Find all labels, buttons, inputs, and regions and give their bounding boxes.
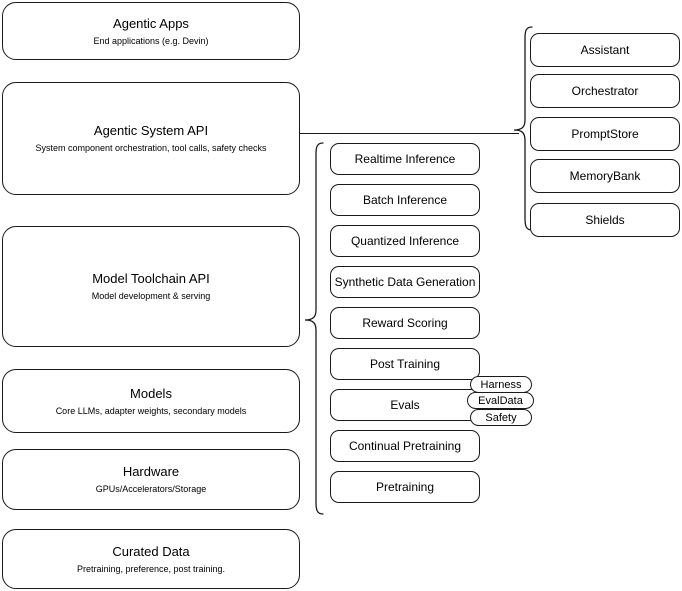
brace-toolchain-column [303, 142, 325, 516]
layer-title: Curated Data [112, 543, 190, 559]
connector-agentic-system-api-to-components [300, 133, 519, 134]
layer-subtitle: End applications (e.g. Devin) [93, 35, 209, 46]
layer-box-agentic-apps[interactable]: Agentic Apps End applications (e.g. Devi… [2, 2, 300, 60]
toolchain-box-label: Batch Inference [362, 193, 448, 207]
layer-subtitle: Pretraining, preference, post training. [76, 563, 226, 574]
toolchain-box-quantized-inference[interactable]: Quantized Inference [330, 225, 480, 257]
toolchain-box-label: Synthetic Data Generation [334, 275, 476, 289]
toolchain-box-label: Reward Scoring [362, 316, 448, 330]
toolchain-box-evals[interactable]: Evals [330, 389, 480, 421]
eval-badge-label: Harness [480, 378, 522, 391]
agentic-box-orchestrator[interactable]: Orchestrator [530, 74, 680, 108]
layer-subtitle: GPUs/Accelerators/Storage [95, 484, 207, 494]
agentic-box-memorybank[interactable]: MemoryBank [530, 159, 680, 193]
layer-box-models[interactable]: Models Core LLMs, adapter weights, secon… [2, 369, 300, 433]
eval-badge-safety[interactable]: Safety [470, 409, 532, 426]
layer-title: Models [130, 385, 172, 401]
layer-subtitle: System component orchestration, tool cal… [35, 143, 267, 153]
agentic-box-promptstore[interactable]: PromptStore [530, 117, 680, 151]
toolchain-box-pretraining[interactable]: Pretraining [330, 471, 480, 503]
toolchain-box-realtime-inference[interactable]: Realtime Inference [330, 143, 480, 175]
toolchain-box-label: Evals [390, 398, 420, 412]
layer-box-hardware[interactable]: Hardware GPUs/Accelerators/Storage [2, 449, 300, 510]
layer-box-curated-data[interactable]: Curated Data Pretraining, preference, po… [2, 529, 300, 589]
toolchain-box-label: Pretraining [375, 480, 435, 494]
toolchain-box-label: Quantized Inference [350, 234, 460, 248]
toolchain-box-label: Continual Pretraining [348, 439, 462, 453]
agentic-box-label: Orchestrator [571, 84, 639, 98]
layer-subtitle: Model development & serving [91, 291, 211, 301]
agentic-box-label: MemoryBank [569, 169, 641, 183]
toolchain-box-batch-inference[interactable]: Batch Inference [330, 184, 480, 216]
eval-badge-evaldata[interactable]: EvalData [467, 392, 534, 409]
layer-subtitle: Core LLMs, adapter weights, secondary mo… [55, 405, 247, 416]
toolchain-box-label: Post Training [369, 357, 441, 371]
toolchain-box-continual-pretraining[interactable]: Continual Pretraining [330, 430, 480, 462]
agentic-box-label: Shields [585, 213, 625, 227]
agentic-box-label: PromptStore [571, 127, 639, 141]
eval-badge-label: Safety [485, 411, 517, 424]
layer-title: Model Toolchain API [92, 271, 210, 286]
agentic-box-shields[interactable]: Shields [530, 203, 680, 237]
eval-badge-harness[interactable]: Harness [470, 376, 532, 393]
layer-title: Agentic Apps [113, 15, 189, 31]
layer-title: Hardware [122, 464, 180, 479]
layer-title: Agentic System API [93, 123, 209, 138]
toolchain-box-synthetic-data-generation[interactable]: Synthetic Data Generation [330, 266, 480, 298]
toolchain-box-post-training[interactable]: Post Training [330, 348, 480, 380]
agentic-box-label: Assistant [580, 43, 630, 57]
layer-box-agentic-system-api[interactable]: Agentic System API System component orch… [2, 82, 300, 195]
layer-box-model-toolchain-api[interactable]: Model Toolchain API Model development & … [2, 226, 300, 347]
toolchain-box-reward-scoring[interactable]: Reward Scoring [330, 307, 480, 339]
toolchain-box-label: Realtime Inference [354, 152, 456, 166]
eval-badge-label: EvalData [478, 394, 523, 407]
agentic-box-assistant[interactable]: Assistant [530, 33, 680, 67]
